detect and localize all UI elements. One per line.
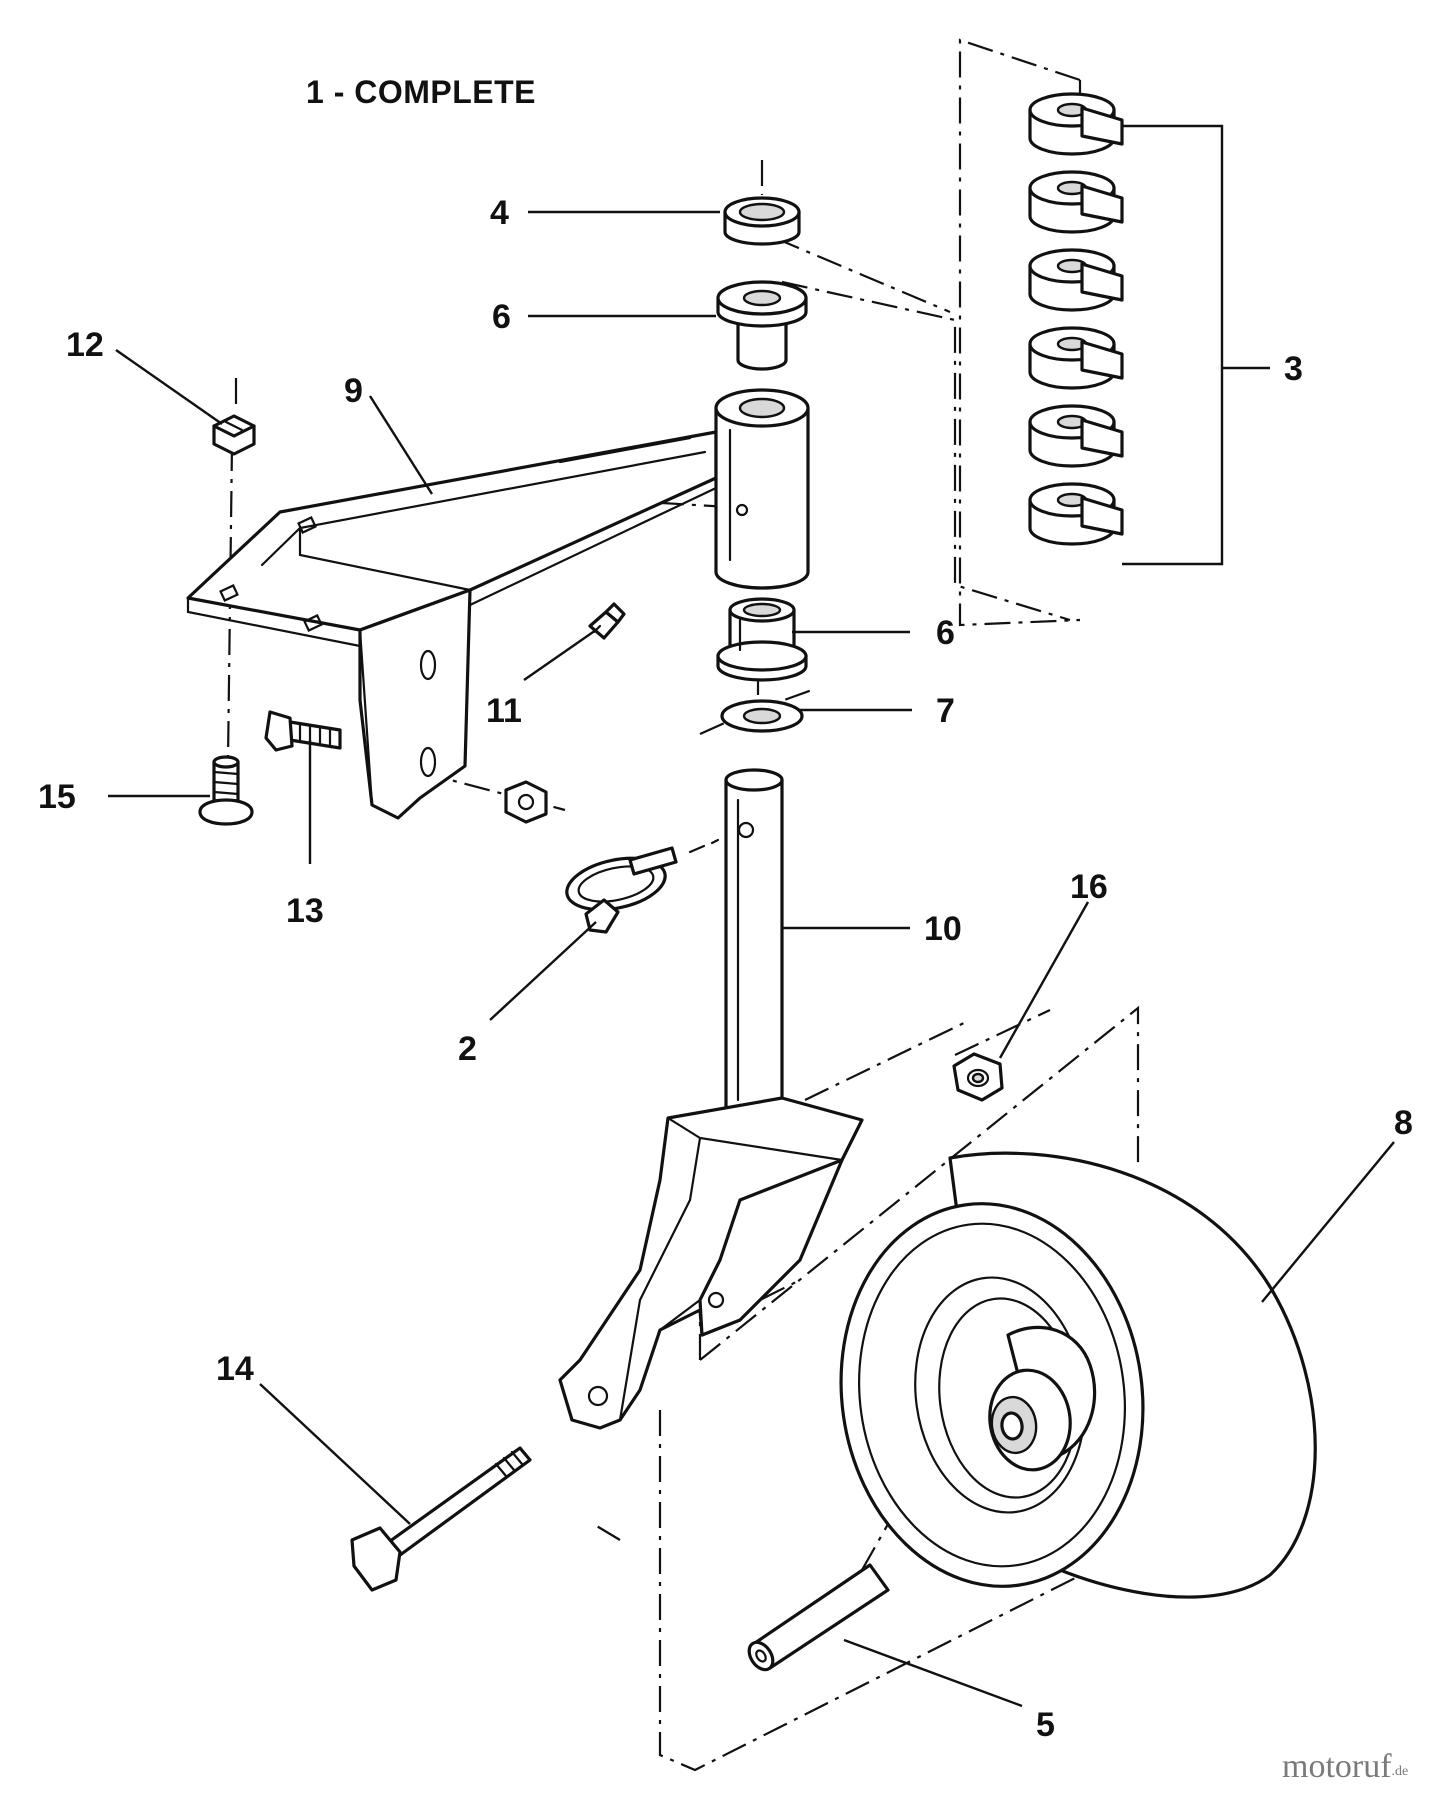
flange-bushing-lower [716,597,808,682]
callout-14: 14 [216,1350,254,1388]
callout-15: 15 [38,778,76,816]
watermark-logo: motoruf.de [1282,1748,1408,1786]
callout-4: 4 [490,194,509,232]
washer [720,699,804,733]
caster-fork [558,1096,864,1430]
bearing-spacer [723,196,801,246]
castle-nut [212,414,256,456]
carriage-bolt [198,755,254,826]
callout-labels: 2 3 4 5 6 6 7 8 9 10 11 12 13 14 15 16 [38,194,1413,1744]
hex-bolt-short [264,710,342,752]
watermark-name: motoruf [1282,1748,1392,1785]
leader-lines [108,124,1395,1708]
callout-10: 10 [924,910,962,948]
callout-7: 7 [936,692,955,730]
grease-fitting [588,602,626,640]
wheel [839,1151,1317,1599]
shim-stack [1028,92,1124,546]
callout-8: 8 [1394,1104,1413,1142]
hex-nut-bracket [504,780,548,824]
callout-9: 9 [344,372,363,410]
callout-5: 5 [1036,1706,1055,1744]
axle-bolt [350,1446,532,1592]
callout-6-upper: 6 [492,298,511,336]
axle-spacer [747,1563,890,1672]
callout-16: 16 [1070,868,1108,906]
callout-3: 3 [1284,350,1303,388]
callout-6-lower: 6 [936,614,955,652]
frame-bracket [186,430,718,820]
watermark-tld: .de [1391,1764,1409,1779]
callout-13: 13 [286,892,324,930]
hitch-pin [565,838,720,934]
diagram-title: 1 - COMPLETE [306,74,537,110]
callout-11: 11 [486,692,522,730]
callout-12: 12 [66,326,104,364]
flange-bushing-upper [716,280,808,371]
lock-nut [952,1052,1004,1102]
pivot-tube [714,388,810,590]
callout-2: 2 [458,1030,477,1068]
